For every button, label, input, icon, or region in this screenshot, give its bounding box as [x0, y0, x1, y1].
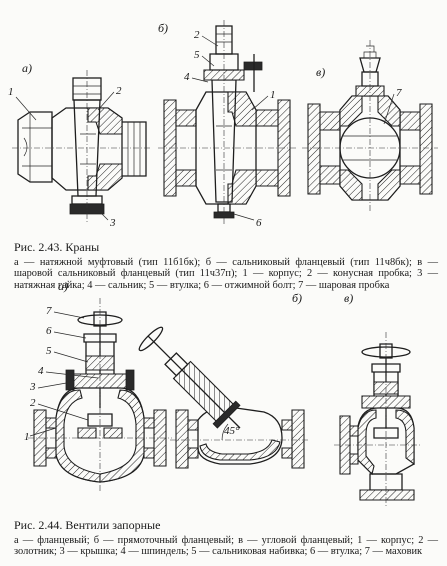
- panel-c-label: в): [344, 291, 353, 305]
- figure-2-43-drawing: а): [0, 0, 447, 230]
- panel-c-label: в): [316, 65, 325, 79]
- label-6-bushing: 6: [46, 325, 52, 337]
- panel-a-label: а): [22, 61, 32, 75]
- figure-2-44-description: а — фланцевый; б — прямоточный фланцевый…: [14, 535, 438, 558]
- figure-2-43-title: Рис. 2.43. Краны: [14, 240, 100, 254]
- label-5-gland-packing: 5: [46, 345, 52, 357]
- panel-a-label: а): [58, 279, 68, 293]
- label-2-plug: 2: [116, 85, 122, 97]
- shutoff-valves-drawing: а): [24, 279, 420, 508]
- figure-2-43-caption: Рис. 2.43. Краны а — натяжной муфтовый (…: [14, 240, 438, 291]
- label-3-bonnet: 3: [29, 381, 36, 393]
- panel-c-ball-gland-cock: в): [302, 40, 438, 212]
- panel-b-flanged-gland-cock: б): [158, 20, 296, 229]
- label-2-plug: 2: [194, 29, 200, 41]
- label-7-handwheel: 7: [46, 305, 52, 317]
- figure-2-43-description: а — натяжной муфтовый (тип 11б1бк); б — …: [14, 257, 438, 291]
- label-2-disc: 2: [30, 397, 36, 409]
- label-4-spindle: 4: [38, 365, 44, 377]
- figure-2-44-drawing: а): [0, 278, 447, 513]
- label-7-ball-plug: 7: [396, 87, 402, 99]
- label-1-body: 1: [8, 86, 14, 98]
- label-1-body: 1: [24, 431, 30, 443]
- panel-b-label: б): [292, 291, 302, 305]
- figure-2-44-caption: Рис. 2.44. Вентили запорные а — фланцевы…: [14, 518, 438, 558]
- valve-cocks-drawing: а): [8, 20, 438, 229]
- label-5-bushing: 5: [194, 49, 200, 61]
- label-4-gland: 4: [184, 71, 190, 83]
- angle-45-label: 45°: [224, 425, 240, 437]
- label-6-push-bolt: 6: [256, 217, 262, 229]
- figure-2-44-title: Рис. 2.44. Вентили запорные: [14, 518, 161, 532]
- panel-b-straight-through-valve: б) 45°: [138, 291, 310, 469]
- panel-b-label: б): [158, 21, 168, 35]
- panel-a-flanged-valve: а): [24, 279, 172, 492]
- label-3-nut: 3: [109, 217, 116, 229]
- panel-a-tension-coupling-cock: а): [8, 61, 152, 229]
- label-1-body: 1: [270, 89, 276, 101]
- panel-c-angle-valve: в): [334, 291, 420, 508]
